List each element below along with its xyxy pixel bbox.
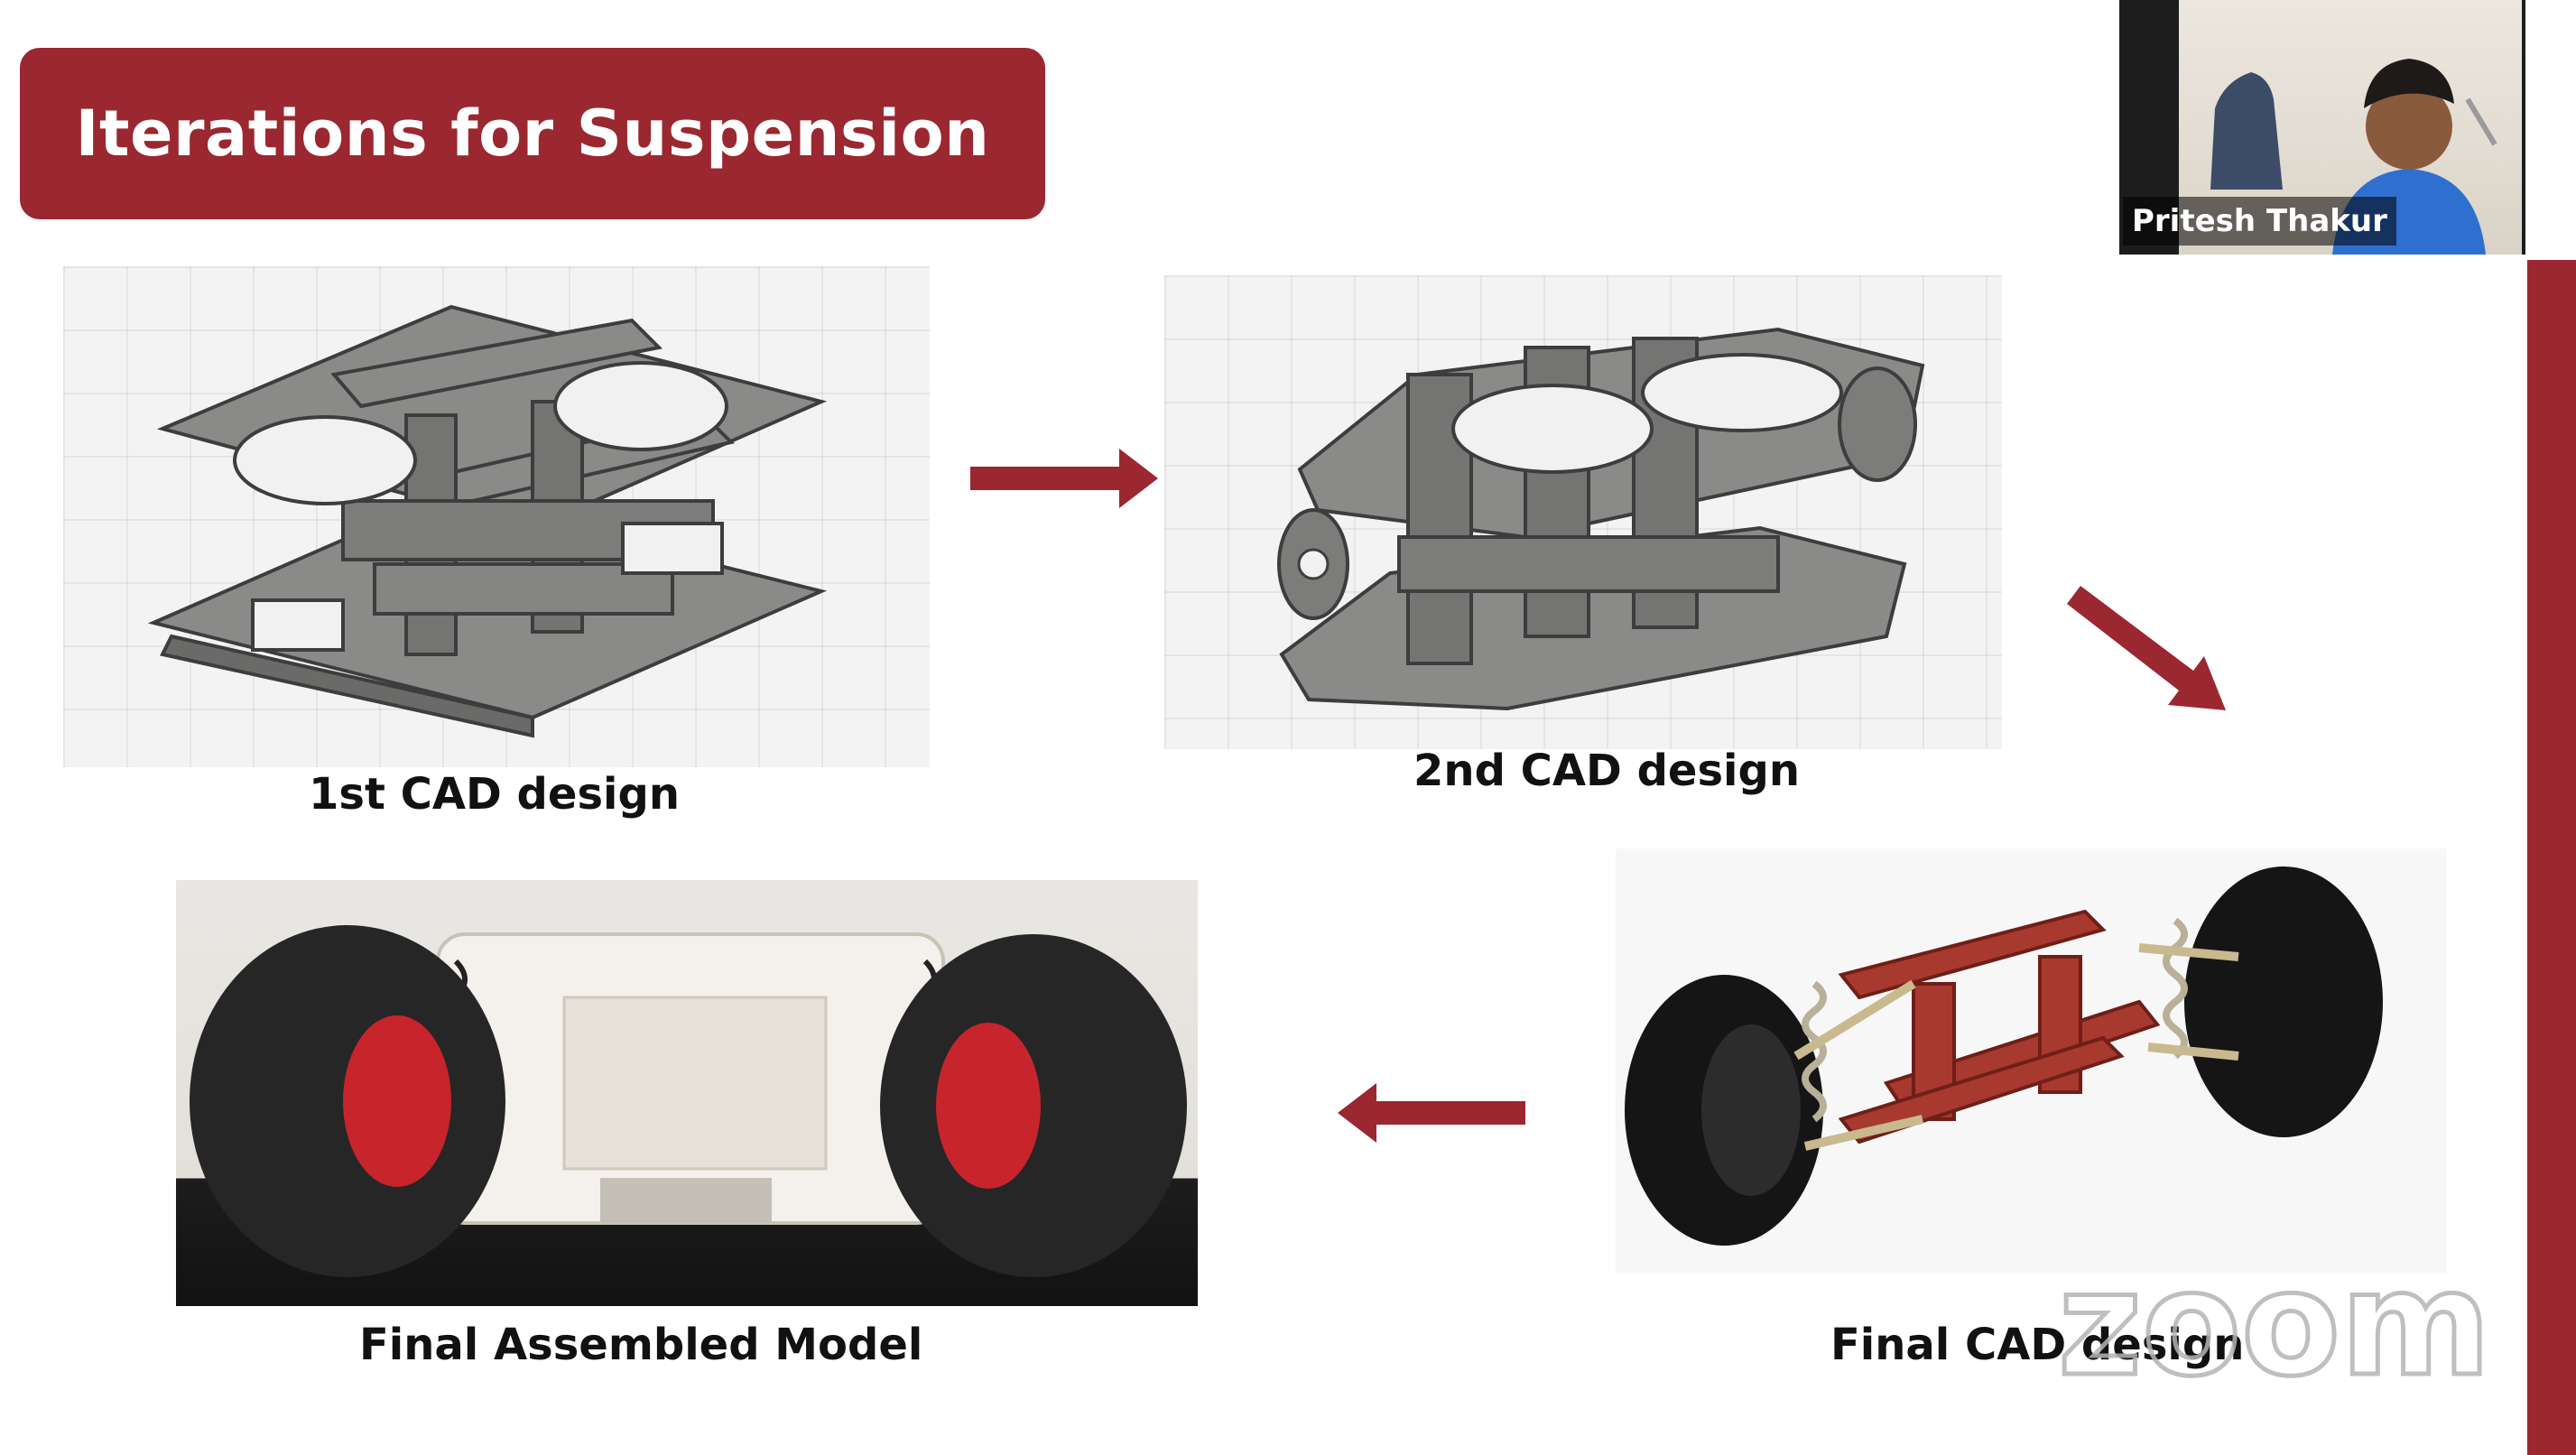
zoom-watermark-logo: zoom <box>2058 1255 2482 1390</box>
final-cad-image <box>1616 848 2446 1273</box>
slide-edge-accent <box>2527 260 2576 1455</box>
final-assembled-caption: Final Assembled Model <box>359 1320 923 1370</box>
first-cad-caption: 1st CAD design <box>309 769 681 820</box>
first-cad-image <box>63 266 930 767</box>
svg-text:zoom: zoom <box>2058 1255 2482 1390</box>
final-cad-caption: Final CAD design <box>1830 1320 2245 1370</box>
arrow-down-right-icon <box>2067 586 2226 710</box>
slide-title: Iterations for Suspension <box>75 97 990 171</box>
second-cad-caption: 2nd CAD design <box>1413 746 1801 796</box>
second-cad-image <box>1164 275 2002 749</box>
participant-name-tag: Pritesh Thakur <box>2123 197 2396 246</box>
arrow-right-icon <box>970 449 1158 508</box>
arrow-left-icon <box>1338 1083 1525 1143</box>
slide-title-banner: Iterations for Suspension <box>20 48 1045 219</box>
final-assembled-photo <box>176 880 1198 1306</box>
